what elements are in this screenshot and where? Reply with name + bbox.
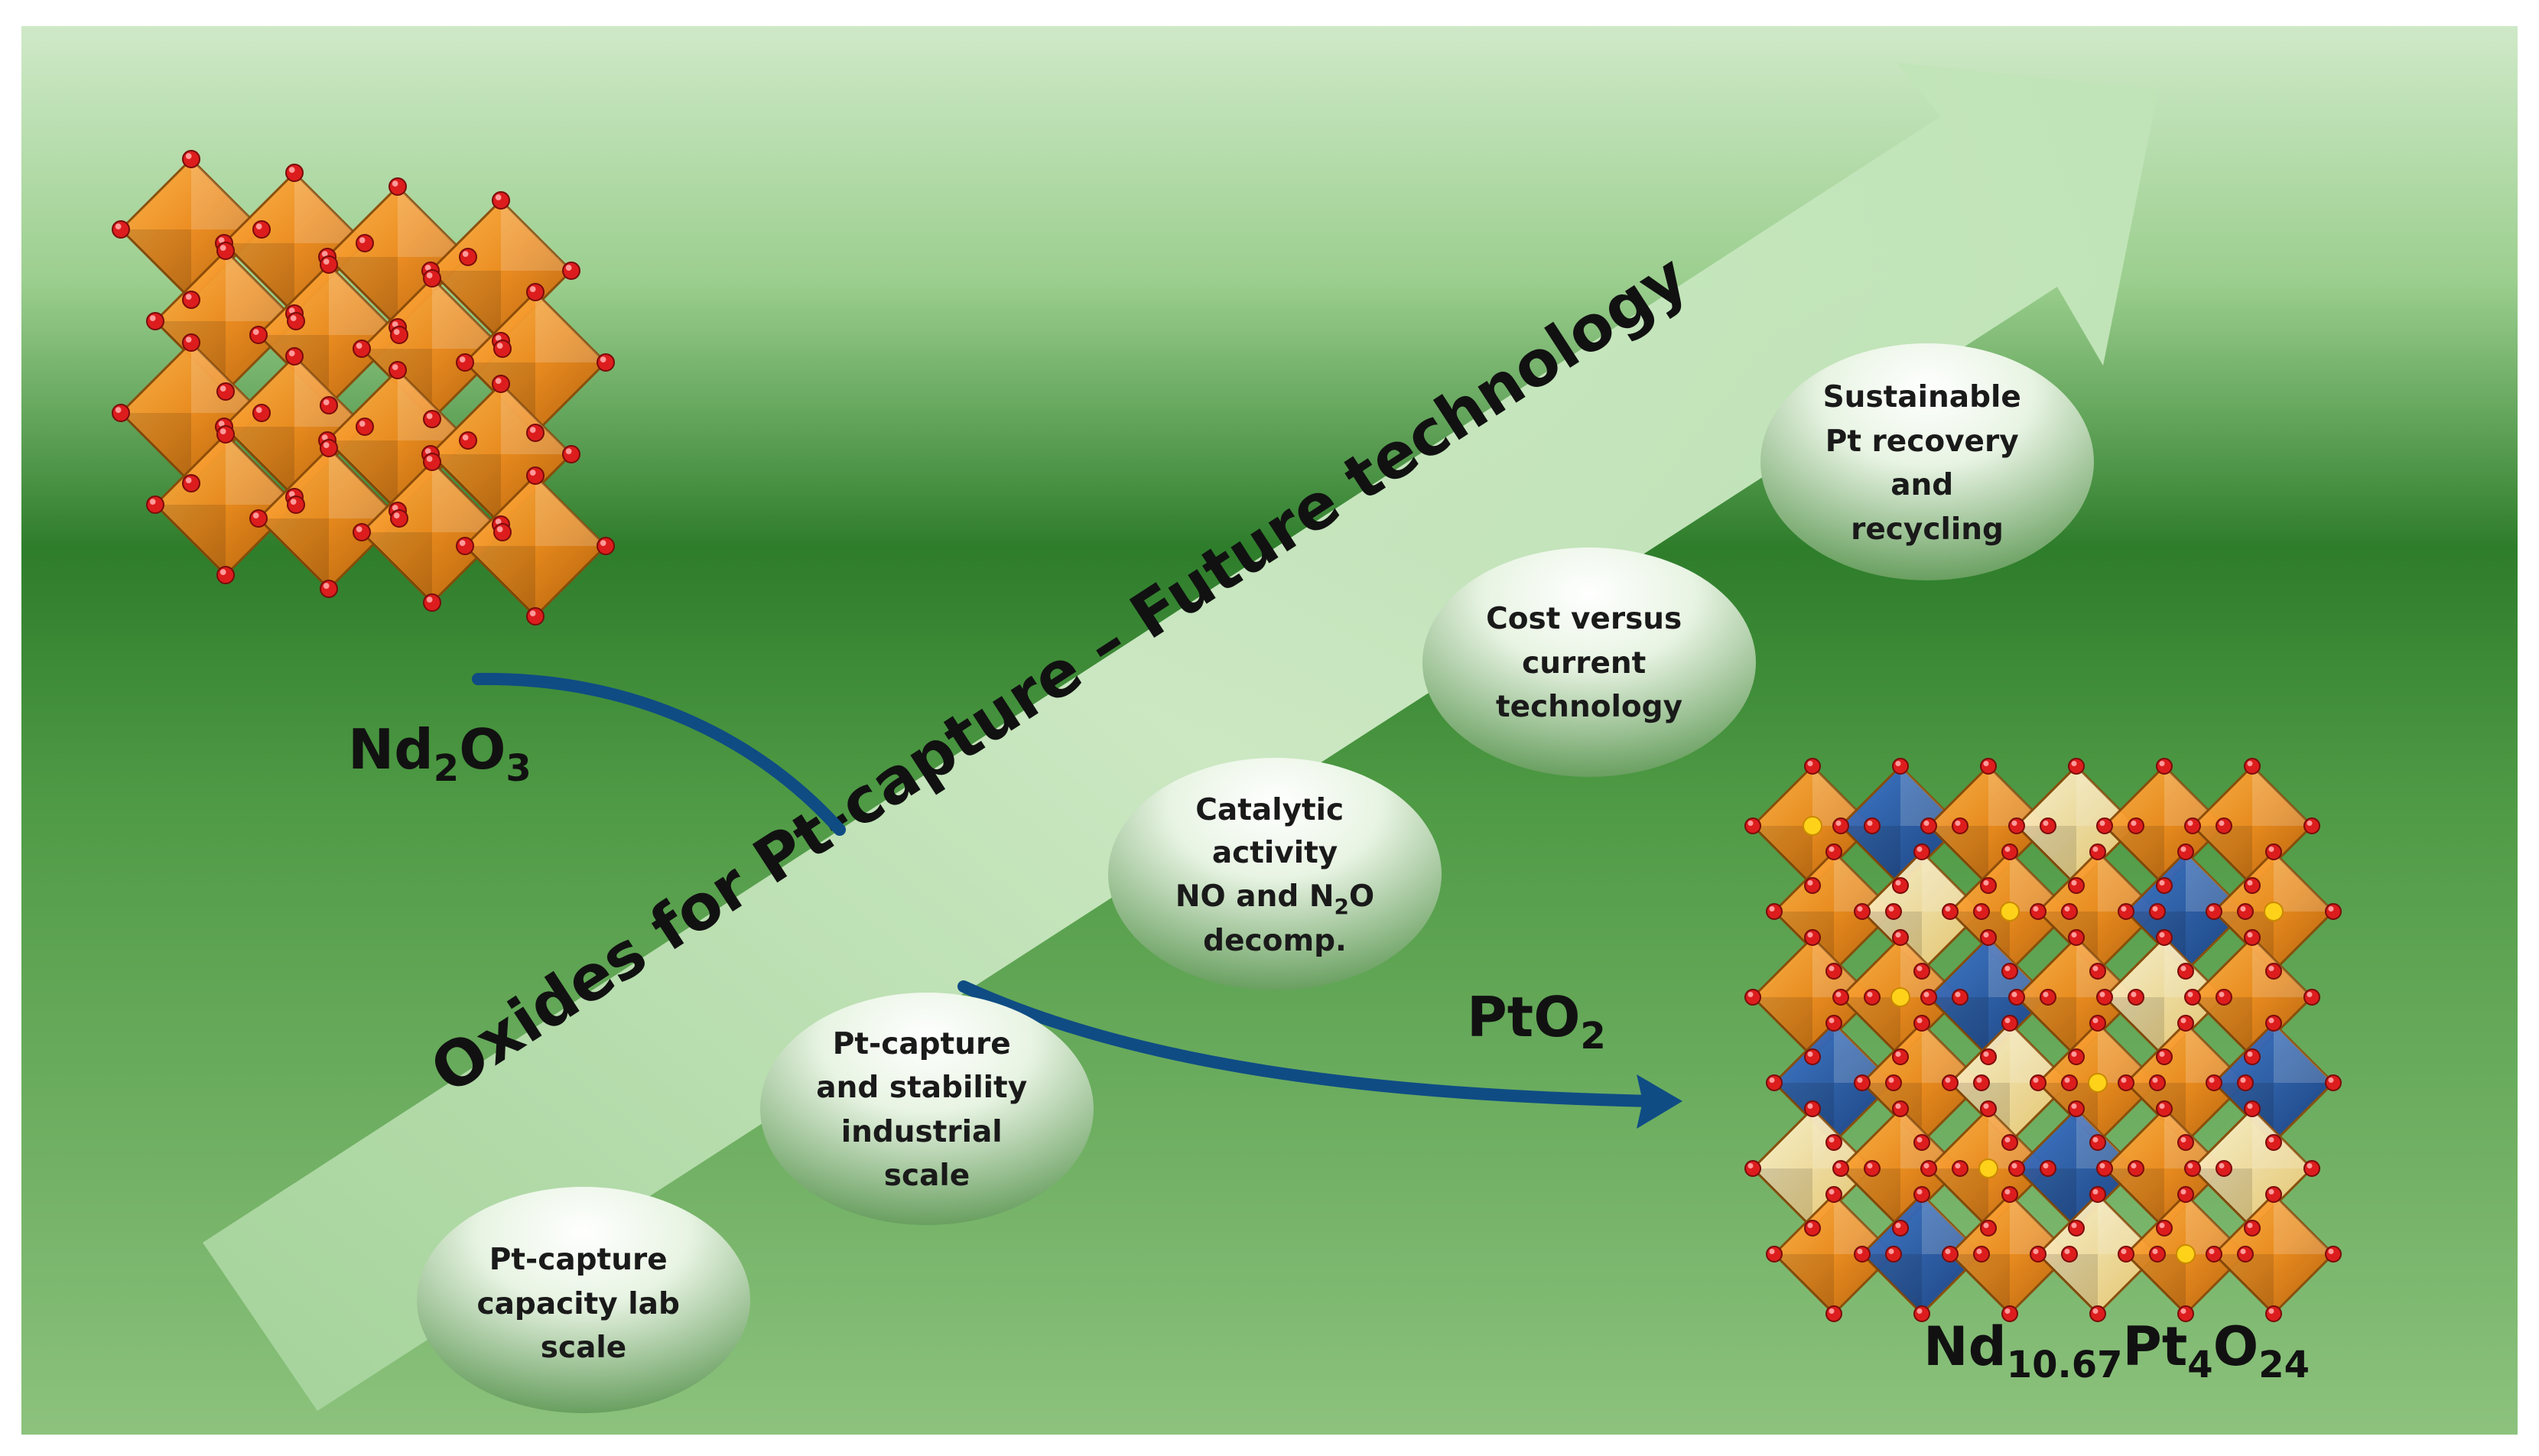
future-technology-arrow	[203, 63, 2158, 1411]
nd2o3-crystal-structure-icon	[112, 150, 615, 626]
step-bubble-lab-scale: Pt-capture capacity lab scale	[417, 1187, 750, 1413]
nd2o3-label: Nd2O3	[348, 717, 532, 790]
svg-text:Catalytic activity: Catalytic activity	[1195, 793, 1354, 870]
svg-text:Pt-capture capacity lab: Pt-capture capacity lab scale	[477, 1243, 691, 1365]
step-bubble-cost-comparison: Cost versus current technology	[1422, 548, 1756, 777]
step-bubble-industrial-scale: Pt-capture and stability industrial scal…	[760, 993, 1094, 1225]
pto2-label: PtO2	[1467, 985, 1606, 1058]
svg-text:Cost versus current: Cost versus current technology	[1486, 602, 1692, 724]
svg-text:decomp.: decomp.	[1203, 924, 1347, 958]
reaction-curve-upper	[472, 672, 846, 836]
svg-text:Sustainable Pt recovery: Sustainable Pt recovery and recycling	[1823, 380, 2032, 547]
step-bubble-catalytic-activity: Catalytic activity NO and N2O decomp.	[1108, 758, 1442, 990]
step-bubble-recycling: Sustainable Pt recovery and recycling	[1760, 343, 2094, 580]
nd-pt-oxide-crystal-structure-icon	[1744, 758, 2342, 1322]
reaction-arrow-head	[1637, 1074, 1682, 1129]
reaction-curve-lower	[957, 980, 1658, 1107]
svg-text:Pt-capture and stability: Pt-capture and stability industrial scal…	[816, 1027, 1037, 1193]
svg-text:NO and N2O: NO and N2O	[1175, 879, 1374, 919]
product-label: Nd10.67Pt4O24	[1923, 1315, 2310, 1386]
